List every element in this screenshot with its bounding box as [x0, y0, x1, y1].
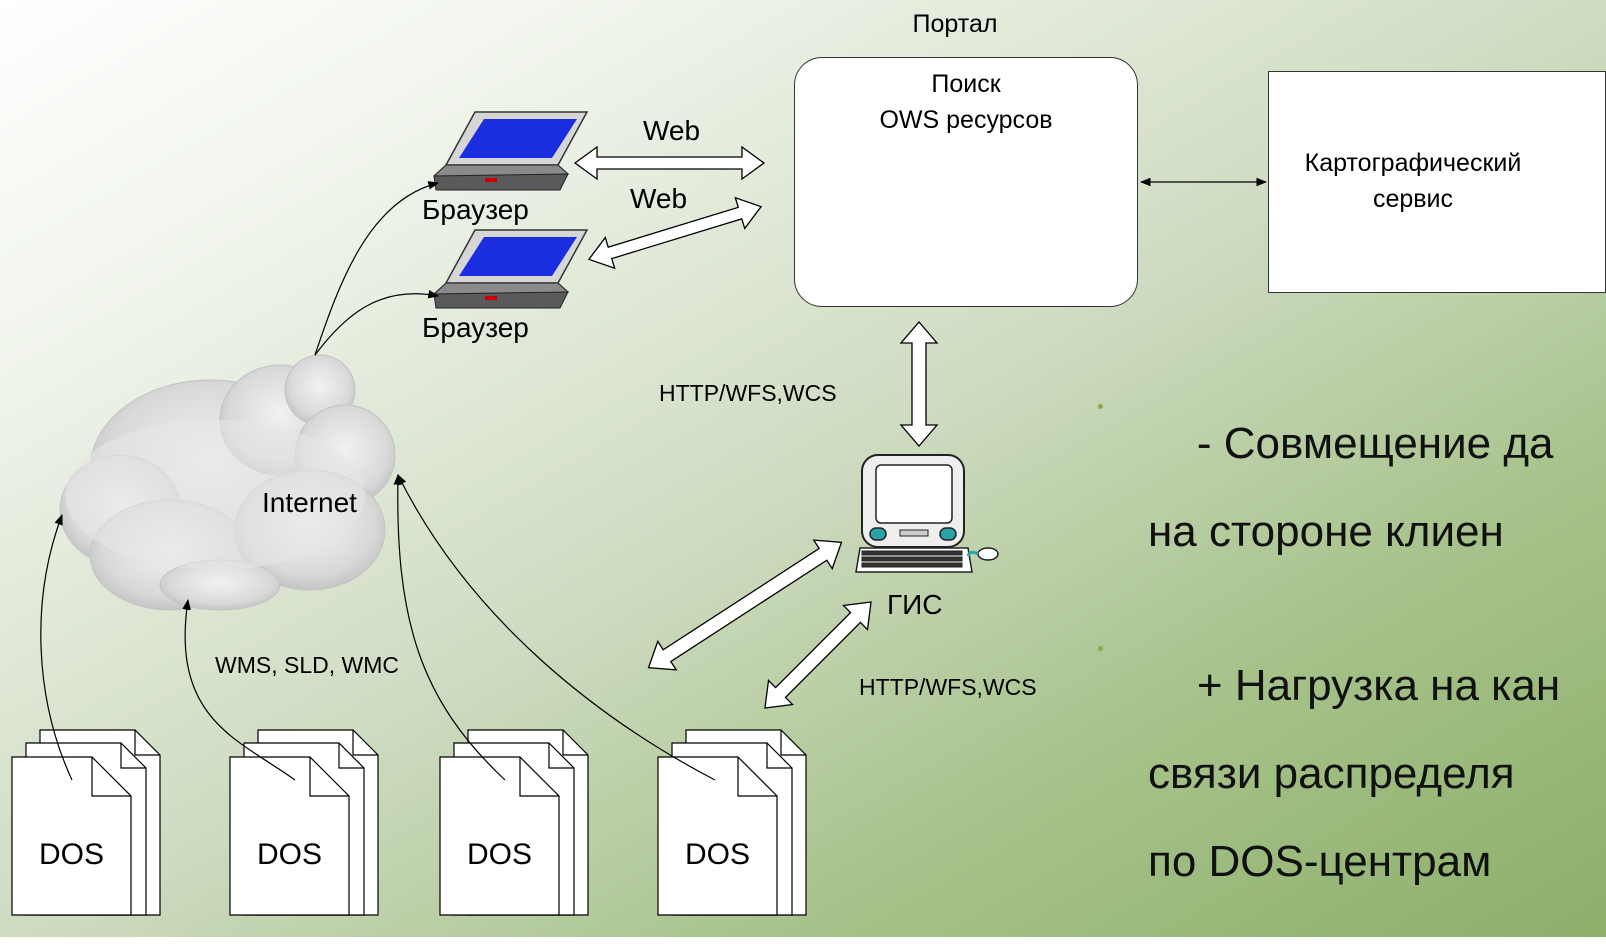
bullet-text: по DOS-центрам — [1148, 837, 1492, 886]
web-label: Web — [643, 115, 701, 146]
dos-to-cloud-arrow — [40, 513, 73, 781]
protocol-label: HTTP/WFS,WCS — [859, 674, 1037, 700]
dos-to-cloud-arrow — [182, 598, 296, 781]
bullet-item: + Нагрузка на кан связи распределя по DO… — [1098, 620, 1560, 928]
dos-to-cloud-arrow — [393, 473, 506, 781]
laptop-icon — [433, 229, 589, 309]
map-service-line1: Картографический — [1304, 149, 1522, 177]
gis-dos-arrow — [764, 601, 872, 709]
bullet-item: - Совмещение да на стороне клиен — [1098, 378, 1560, 598]
computer-icon — [855, 454, 999, 573]
dos-label: DOS — [684, 838, 750, 871]
dos-to-cloud-arrow — [397, 474, 716, 781]
gis-label: ГИС — [887, 589, 943, 620]
dos-label: DOS — [256, 838, 322, 871]
cloud-to-browser-arrow — [314, 289, 440, 356]
bullet-text: + Нагрузка на кан — [1196, 661, 1561, 710]
dos-label: DOS — [38, 838, 104, 871]
laptop-icon — [433, 111, 589, 191]
bullet-list: - Совмещение да на стороне клиен + Нагру… — [1098, 378, 1560, 950]
document-stack-icon — [229, 729, 379, 916]
protocol-label: WMS, SLD, WMC — [215, 652, 399, 678]
internet-label: Internet — [262, 487, 357, 518]
document-stack-icon — [439, 729, 589, 916]
web-arrow — [587, 196, 763, 270]
portal-gis-arrow — [899, 321, 939, 447]
document-stack-icon — [11, 729, 161, 916]
browser-label: Браузер — [422, 312, 529, 343]
internet-cloud-icon — [59, 354, 396, 611]
document-stack-icon — [657, 729, 807, 916]
browser-label: Браузер — [422, 194, 529, 225]
gis-dos-arrow — [647, 539, 843, 671]
dos-label: DOS — [466, 838, 532, 871]
protocol-label: HTTP/WFS,WCS — [659, 380, 837, 406]
web-label: Web — [630, 183, 688, 214]
map-service-box — [1268, 71, 1606, 293]
map-service-line2: сервис — [1372, 185, 1454, 213]
bullet-text: на стороне клиен — [1148, 507, 1504, 556]
web-arrow — [573, 145, 766, 181]
portal-search-line2: OWS ресурсов — [879, 106, 1053, 134]
bullet-dot-icon — [1098, 646, 1103, 651]
portal-title: Портал — [912, 10, 998, 38]
portal-search-box — [794, 57, 1138, 307]
bullet-text: связи распределя — [1148, 749, 1515, 798]
portal-search-line1: Поиск — [931, 70, 1001, 98]
cloud-to-browser-arrow — [314, 181, 440, 356]
bullet-dot-icon — [1098, 404, 1103, 409]
bullet-text: - Совмещение да — [1196, 419, 1554, 468]
